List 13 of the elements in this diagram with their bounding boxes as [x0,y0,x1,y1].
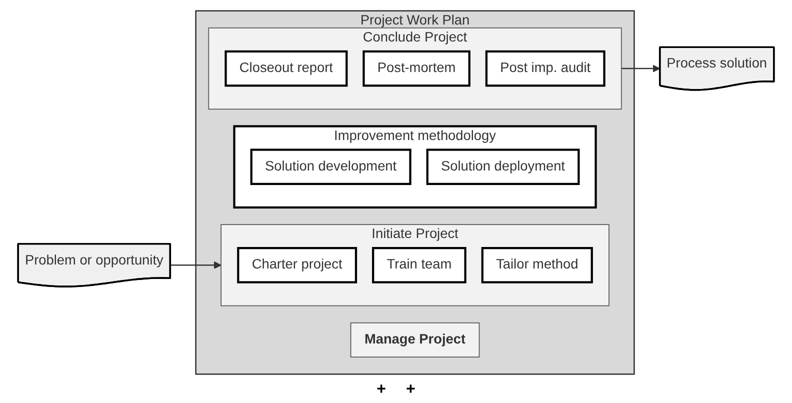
node-box: Charter project [237,247,358,284]
node-box: Manage Project [350,322,480,358]
node-box: Closeout report [224,50,348,87]
plus-sign: + [406,381,416,399]
node-box: Solution development [250,148,412,186]
arrow [170,261,222,269]
node-box: Tailor method [481,247,593,284]
plus-sign: + [376,381,386,399]
arrow [621,64,660,72]
node-box: Train team [372,247,466,284]
node-box: Post-mortem [362,50,470,87]
node-box: Post imp. audit [485,50,606,87]
node-box: Solution deployment [426,148,580,186]
